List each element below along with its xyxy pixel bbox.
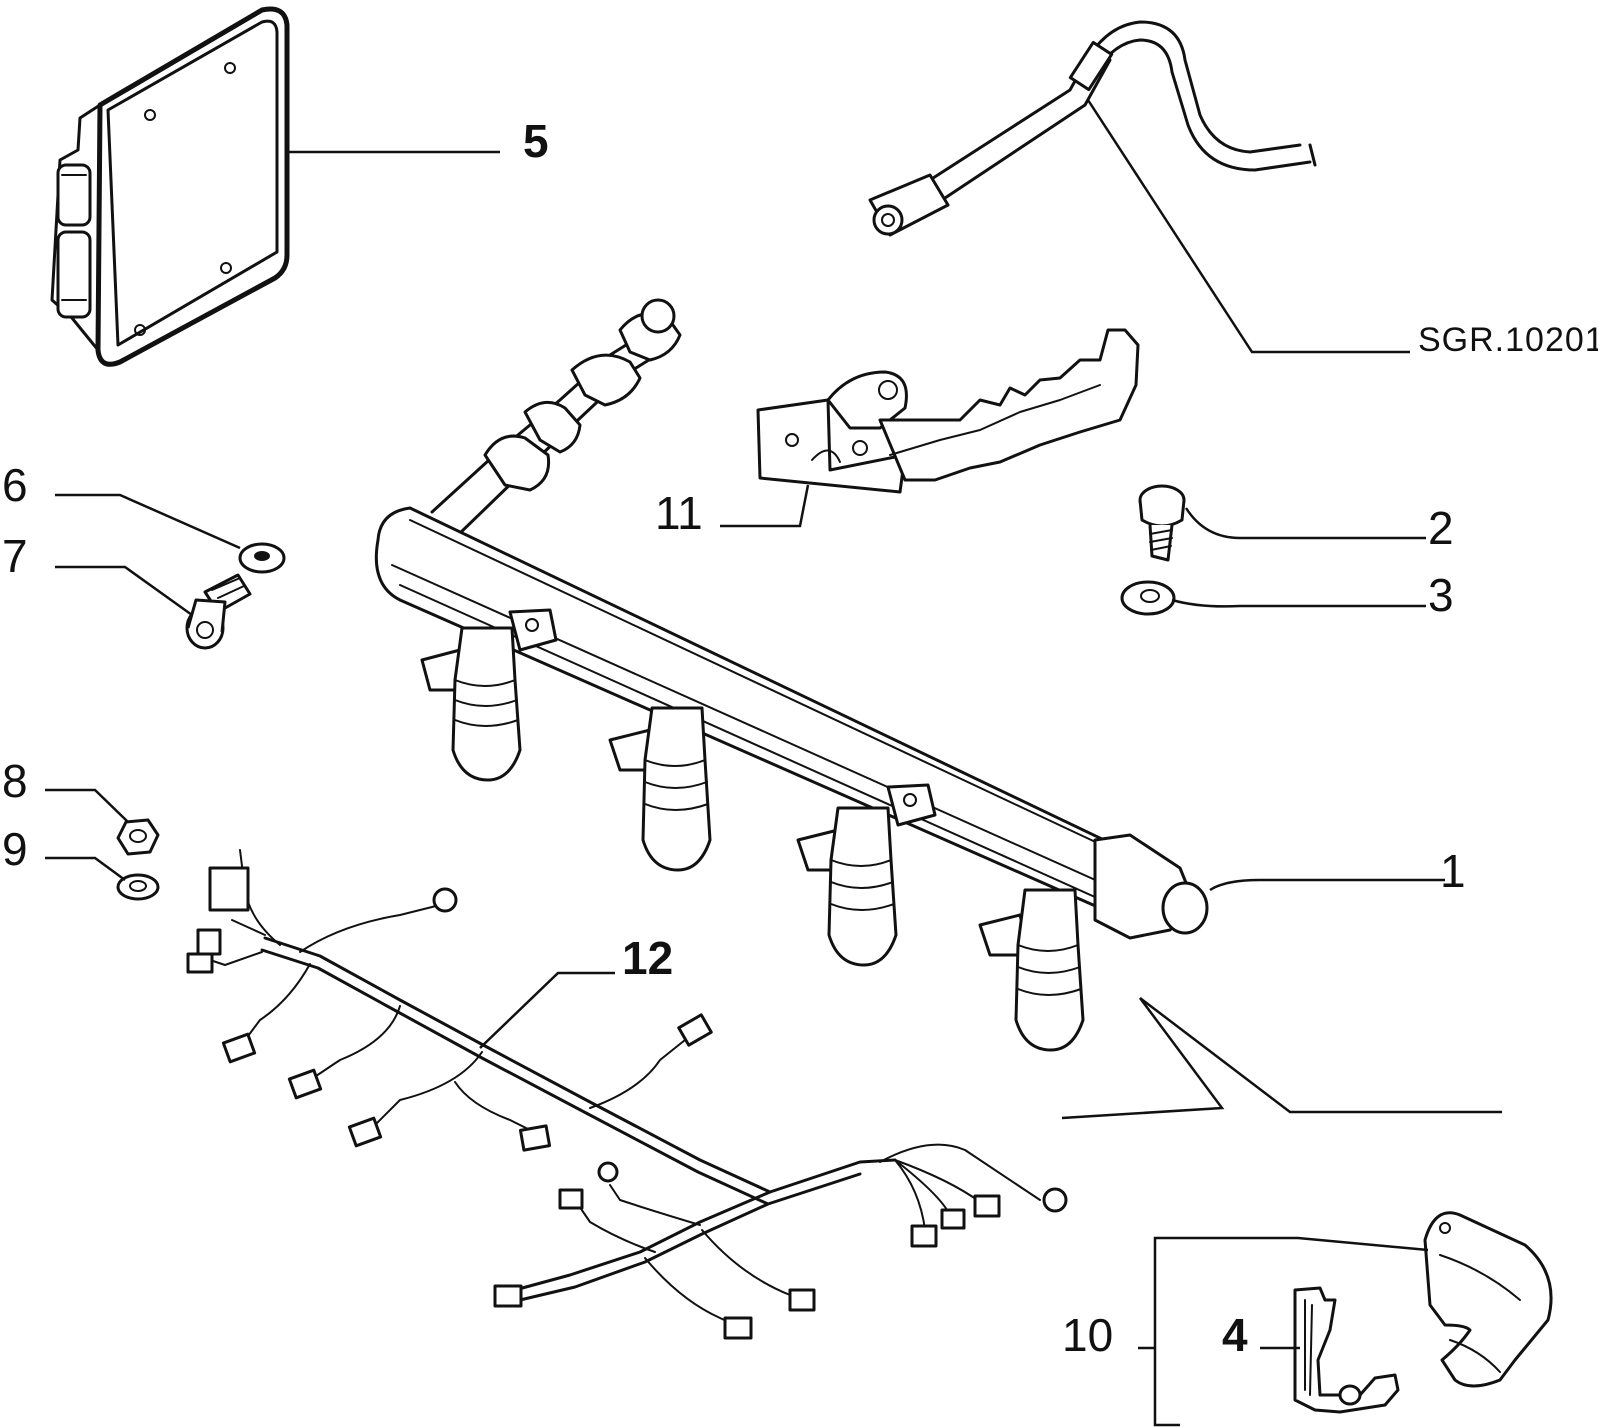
- screw-part-2: [1138, 484, 1426, 562]
- harness-connector: [940, 1208, 966, 1230]
- injector: [608, 706, 712, 872]
- harness-connector: [518, 1124, 552, 1152]
- harness-connector: [221, 1032, 257, 1064]
- wiring-harness: [186, 849, 1068, 1340]
- harness-connector: [347, 1116, 383, 1148]
- callout-1: 1: [1440, 845, 1466, 897]
- callout-8: 8: [2, 755, 28, 807]
- callout-6: 6: [2, 459, 28, 511]
- mounting-bracket: [720, 328, 1140, 528]
- callout-3: 3: [1428, 569, 1454, 621]
- harness-connector: [558, 1188, 584, 1210]
- ring-terminal: [1042, 1187, 1068, 1213]
- screw-part-7: [55, 565, 252, 650]
- washer-part-3: [1120, 580, 1426, 616]
- harness-connector: [677, 1013, 713, 1047]
- sensor-assembly: [1138, 1211, 1553, 1427]
- callout-12: 12: [622, 932, 674, 984]
- ring-terminal: [597, 1161, 619, 1183]
- callout-7: 7: [2, 530, 28, 582]
- washer-part-6: [55, 493, 286, 574]
- nut-part-8: [45, 788, 160, 856]
- callout-5: 5: [523, 115, 549, 167]
- callout-10: 10: [1062, 1309, 1114, 1361]
- ecu-control-unit: [50, 6, 500, 367]
- harness-connector: [287, 1068, 323, 1100]
- harness-connector: [196, 928, 222, 956]
- harness-connector: [208, 866, 250, 912]
- injector: [420, 626, 522, 782]
- harness-connector: [973, 1194, 1001, 1218]
- injector: [796, 806, 898, 967]
- harness-connector: [723, 1316, 753, 1340]
- washer-part-9: [45, 856, 160, 901]
- drawing-code: SGR.10201: [1418, 321, 1598, 359]
- harness-connector: [788, 1288, 816, 1312]
- ring-terminal: [432, 887, 458, 913]
- clip-bracket-part-4: [1260, 1286, 1400, 1414]
- callout-4: 4: [1222, 1309, 1248, 1361]
- fuel-rail-assembly: [374, 298, 1502, 1120]
- harness-connector: [186, 952, 214, 974]
- callout-9: 9: [2, 823, 28, 875]
- fuel-hose: [868, 20, 1410, 354]
- harness-connector: [910, 1224, 938, 1248]
- callout-2: 2: [1428, 502, 1454, 554]
- injector: [978, 888, 1085, 1052]
- harness-connector: [493, 1284, 523, 1308]
- callout-11: 11: [655, 487, 703, 539]
